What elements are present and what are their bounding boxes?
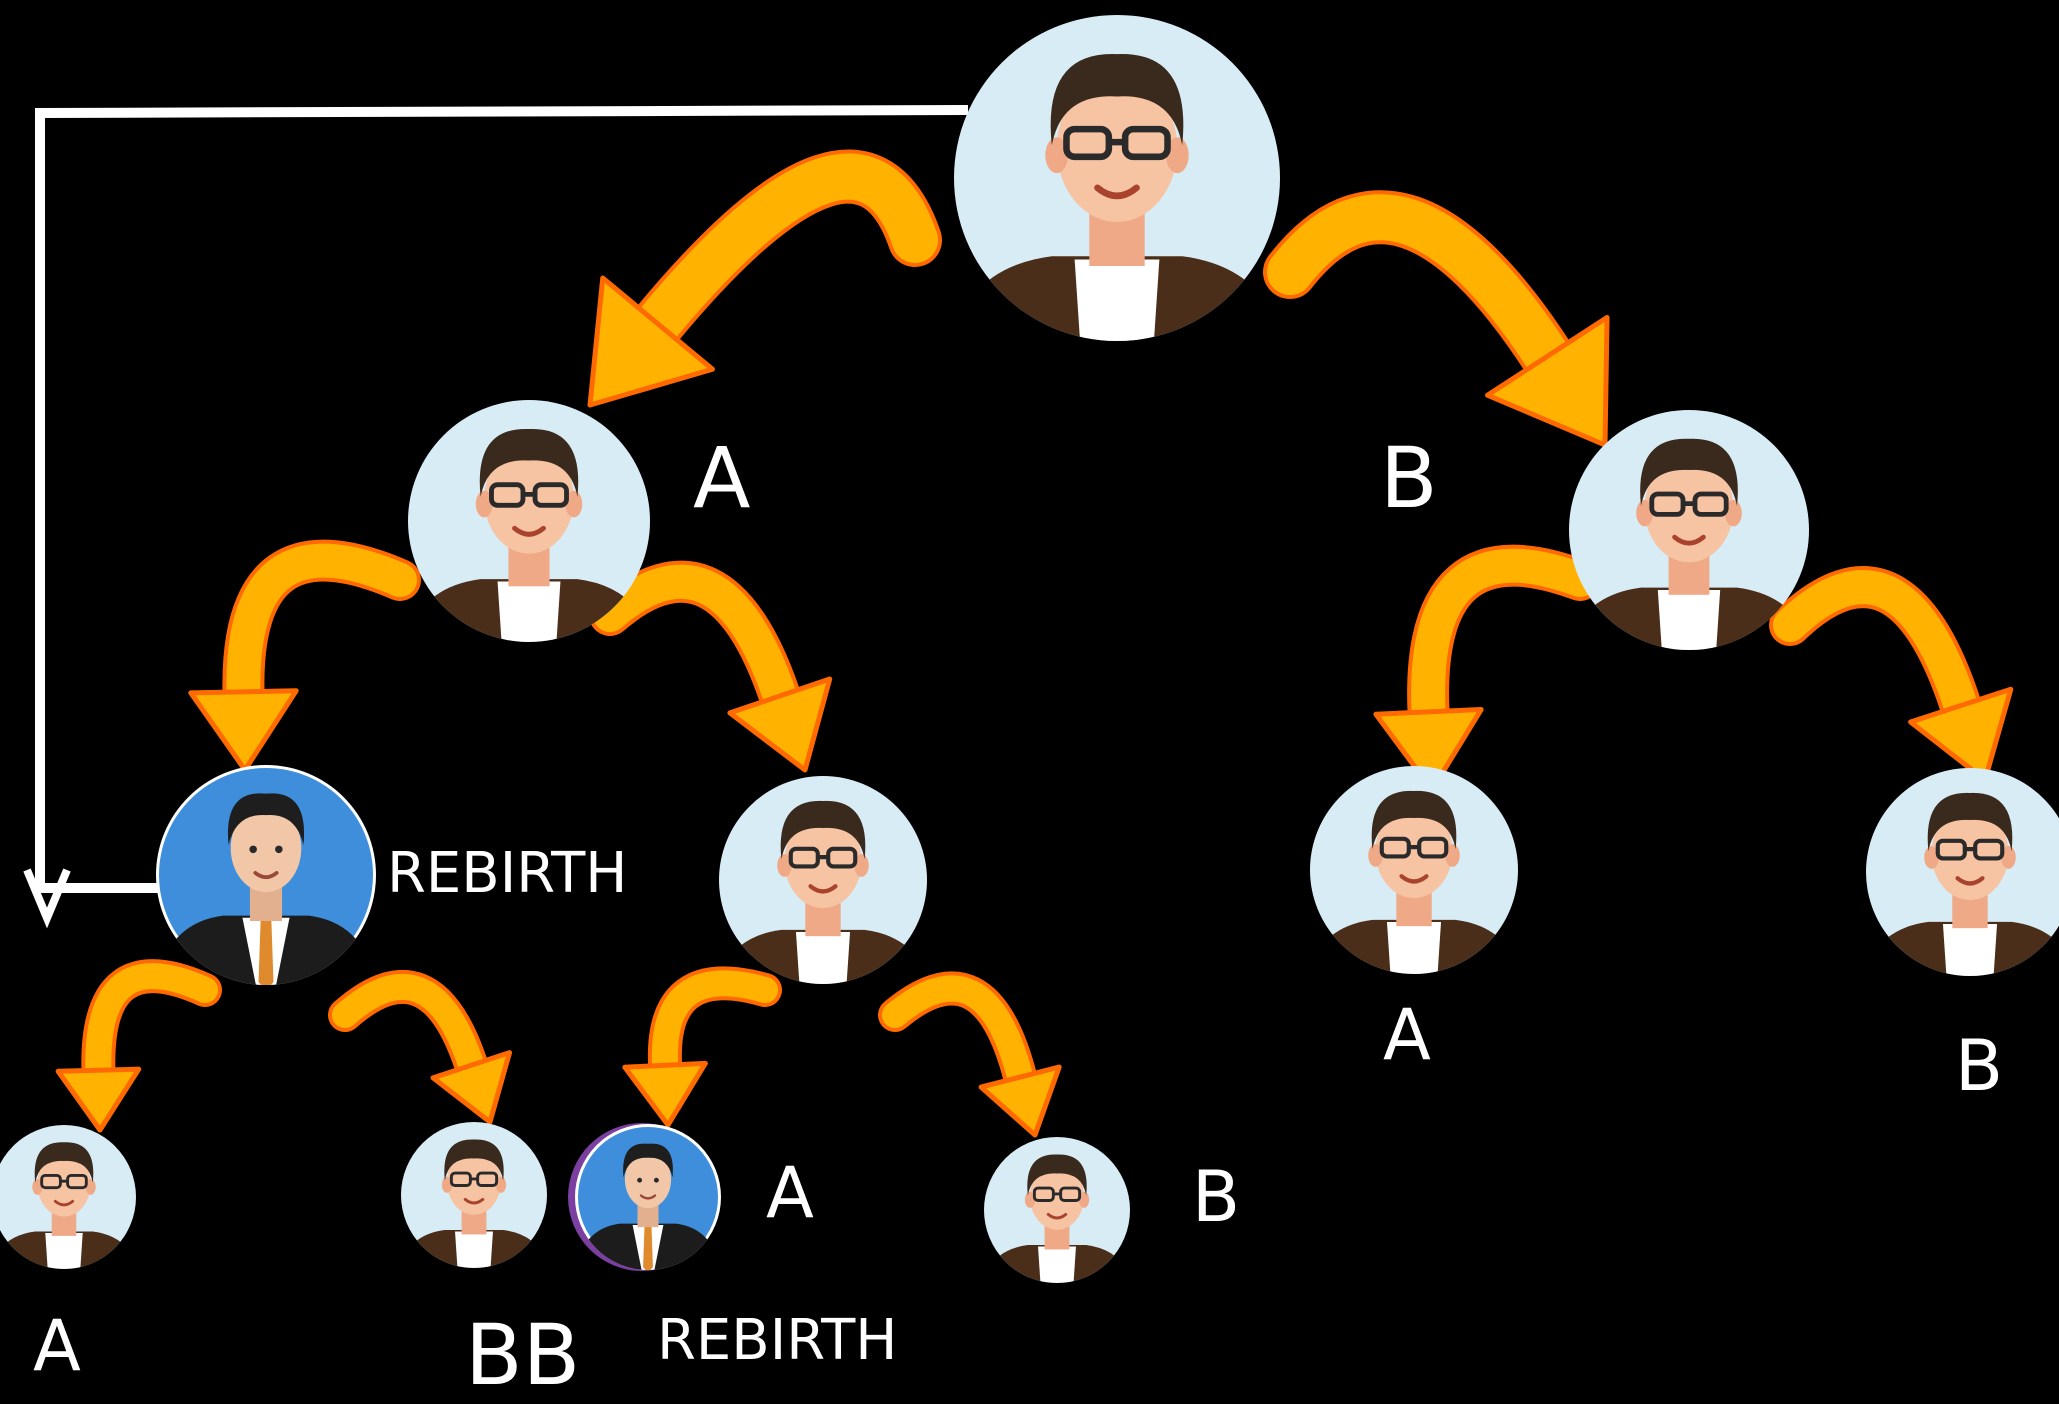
avatar-rebirth (156, 765, 376, 985)
connector-arrowhead (23, 868, 71, 929)
label-level3-rebirth-a: A (766, 1152, 814, 1234)
arrow-a-to-mid (589, 560, 833, 773)
arrow-group (55, 149, 2014, 1138)
label-level2-b: B (1955, 1025, 2004, 1107)
avatar-level3-b (984, 1137, 1130, 1283)
arrow-rebirth-to-a (55, 959, 222, 1133)
avatar-level2-mid (719, 776, 927, 984)
arrow-b-to-a (1373, 544, 1601, 793)
arrow-mid-to-a (622, 966, 782, 1128)
label-level1-a: A (693, 429, 751, 527)
arrow-b-to-b (1769, 566, 2014, 783)
label-rebirth: REBIRTH (387, 841, 628, 906)
avatar-root (954, 15, 1280, 341)
arrow-a-to-rebirth (188, 539, 421, 773)
avatar-level2-right-a (1310, 766, 1518, 974)
label-level3-rebirth: REBIRTH (657, 1308, 898, 1373)
label-level3-a: A (33, 1305, 81, 1387)
avatar-level2-right-b (1866, 768, 2059, 976)
avatar-level3-a (0, 1125, 136, 1269)
label-level2-a: A (1383, 994, 1431, 1076)
avatar-level3-bb (401, 1122, 547, 1268)
arrow-mid-to-b (878, 971, 1062, 1138)
arrow-root-to-a (587, 149, 942, 408)
label-level1-b: B (1380, 429, 1438, 527)
label-level3-b: B (1192, 1156, 1241, 1238)
label-level3-bb: BB (465, 1306, 581, 1404)
avatar-level1-b (1569, 410, 1809, 650)
connector-line (35, 105, 969, 893)
arrow-root-to-b (1263, 190, 1610, 448)
arrow-rebirth-to-bb (328, 970, 513, 1125)
